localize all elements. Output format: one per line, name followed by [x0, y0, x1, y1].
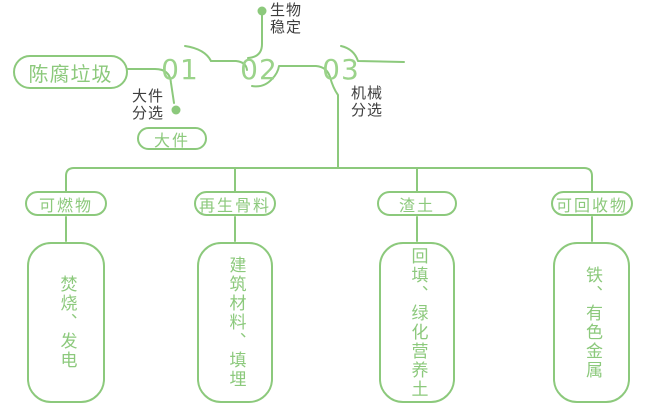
label-bulky-sorting: 大件 分选	[132, 87, 165, 122]
category-pill-combustibles: 可燃物	[25, 191, 107, 216]
result-text: 焚烧、发电	[56, 275, 77, 370]
result-box-combustibles: 焚烧、发电	[27, 242, 105, 403]
category-label: 再生骨料	[198, 195, 271, 215]
result-text: 铁、有色金属	[582, 265, 602, 380]
result-text: 回填、绿化营养土	[407, 246, 428, 399]
category-pill-recyclables: 可回收物	[551, 191, 633, 216]
distribution-bar	[65, 167, 593, 192]
category-pill-recycled-aggregate: 再生骨料	[194, 191, 276, 216]
source-node-pill: 陈腐垃圾	[13, 55, 128, 89]
bulky-item-pill: 大件	[137, 127, 207, 150]
category-label: 可回收物	[555, 195, 628, 215]
result-box-recyclables: 铁、有色金属	[553, 242, 630, 403]
category-label: 渣土	[398, 195, 435, 215]
result-box-recycled-aggregate: 建筑材料、填埋	[197, 242, 273, 403]
bulky-item-label: 大件	[153, 130, 190, 150]
category-label: 可燃物	[38, 195, 93, 215]
label-bio-stabilization: 生物 稳定	[270, 1, 303, 36]
label-mechanical-sorting: 机械 分选	[351, 84, 384, 119]
step-number-03: 03	[322, 53, 360, 86]
step-number-02: 02	[240, 53, 278, 86]
result-box-slag-soil: 回填、绿化营养土	[379, 242, 455, 403]
source-node-label: 陈腐垃圾	[28, 61, 113, 86]
dot-bio-stabilize	[257, 6, 267, 16]
line-biostab-to-step2	[247, 12, 263, 59]
result-text: 建筑材料、填埋	[225, 256, 246, 389]
dot-bulky-sort	[171, 105, 181, 115]
category-pill-slag-soil: 渣土	[377, 191, 457, 216]
step-number-01: 01	[161, 53, 199, 86]
